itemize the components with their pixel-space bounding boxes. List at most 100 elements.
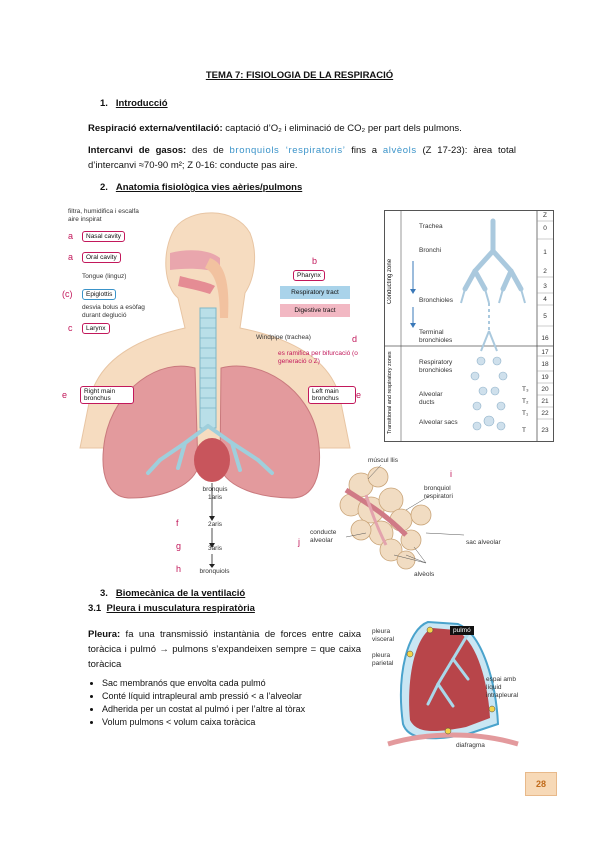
label-tier-3: 3aris [207,545,223,552]
label-filter-note: filtra, humidifica i escalfa aire inspir… [68,208,139,223]
z-row: 0 [543,225,547,232]
label-trachea: Trachea [419,223,443,230]
label-sac-alveolar: sac alveolar [466,539,501,546]
label-t3: T₃ [522,386,529,393]
z-row: 17 [541,349,549,356]
label-right-main-bronchus: Right main bronchus [80,386,134,404]
letter-d: d [352,334,358,344]
letter-a: a [68,231,74,241]
page-title: TEMA 7: FISIOLOGIA DE LA RESPIRACIÓ [205,70,394,81]
label-muscul-llis: múscul llis [368,457,398,464]
term: Respiració externa/ventilació: [88,123,223,134]
alveoli-figure: múscul llis i bronquiol respiratori j co… [298,455,536,585]
airway-generation-tree [385,211,553,441]
label-left-main-bronchus: Left main bronchus [308,386,356,404]
z-row: 5 [543,313,547,320]
letter-e-right: e [356,390,362,400]
term: Intercanvi de gasos: [88,145,187,156]
z-row: 2 [543,268,547,275]
z-header: Z [543,212,547,219]
label-conducte-alveolar: conducte alveolar [310,529,337,544]
label-windpipe: Windpipe (trachea) [256,334,311,341]
label-alveolar-sacs: Alveolar sacs [419,419,458,426]
text: captació d’O₂ i eliminació de CO₂ per pa… [222,123,462,134]
z-row: 20 [541,386,549,393]
z-row: 19 [541,374,549,381]
label-pulmo: pulmó [450,626,474,635]
section-title: Pleura i musculatura respiratòria [106,603,255,614]
letter-b: b [312,256,318,266]
label-nasal-cavity: Nasal cavity [82,231,126,242]
z-row: 16 [541,335,549,342]
text: (Z 17-23): àrea total d’intercanvi ≈70-9… [88,145,516,171]
label-diafragma: diafragma [456,742,485,749]
tier-1: 1aris [207,494,223,501]
letter-a-2: a [68,252,74,262]
text: des de [186,145,230,156]
letter-c-paren: (c) [62,289,73,299]
label-respiratory-bronchioles: Respiratory bronchioles [419,359,453,374]
label-epiglottis-note: desvia bolus a esòfag durant deglució [82,304,145,319]
list-item: Adherida per un costat al pulmó i per l’… [102,704,368,714]
label-terminal-bronchioles: Terminal bronchioles [419,329,453,344]
label-bifurcation: es ramifica per bifurcació (o generació … [278,350,358,365]
label-epiglottis: Epiglottis [82,289,117,300]
highlight-term: bronquiols ‘respiratoris’ [229,145,346,156]
label-digestive-tract: Digestive tract [280,304,350,317]
respiratory-anatomy-figure: filtra, humidifica i escalfa aire inspir… [60,198,370,578]
letter-g: g [176,541,182,551]
section-1-heading: 1. Introducció [100,98,168,109]
letter-c: c [68,323,73,333]
section-number: 3. [100,588,108,599]
label-tier-2: 2aris [207,521,223,528]
z-row: 22 [541,410,549,417]
label-tongue: Tongue (linguz) [82,273,127,280]
label-pleura-parietal: pleura parietal [372,652,394,667]
intro-paragraph-1: Respiració externa/ventilació: captació … [88,121,516,136]
alveoli-illustration [339,464,465,570]
section-number: 1. [100,98,108,109]
list-item: Conté líquid intrapleural amb pressió < … [102,691,368,701]
z-row: 23 [541,427,549,434]
section-3-heading: 3. Biomecànica de la ventilació [100,588,245,599]
list-item: Sac membranós que envolta cada pulmó [102,678,368,688]
z-row: 18 [541,361,549,368]
page-number: 28 [525,772,557,796]
intro-paragraph-2: Intercanvi de gasos: des de bronquiols ‘… [88,143,516,173]
pleura-paragraph: Pleura: fa una transmissió instantània d… [88,627,361,672]
label-bronchi: Bronchi [419,247,442,254]
section-2-heading: 2. Anatomia fisiològica vies aèries/pulm… [100,182,302,193]
section-title: Introducció [115,98,168,109]
z-row: 21 [541,398,549,405]
pleura-illustration [387,620,519,747]
label-larynx: Larynx [82,323,110,334]
section-3-1-heading: 3.1 Pleura i musculatura respiratòria [88,603,255,614]
section-title: Biomecànica de la ventilació [115,588,246,599]
label-bronchioles: Bronchioles [419,297,453,304]
label-oral-cavity: Oral cavity [82,252,121,263]
label-pharynx: Pharynx [293,270,325,281]
letter-j: j [298,537,300,547]
label-espai-liquid: espai amb líquid intrapleural [486,676,519,699]
letter-i: i [450,469,452,479]
bronquis-text: bronquis [202,486,228,493]
z-row: 4 [543,296,547,303]
zone-diagram: Conducting zone Transitional and respira… [384,210,554,442]
letter-h: h [176,564,182,574]
z-row: 3 [543,283,547,290]
section-number: 2. [100,182,108,193]
pleura-figure: pleura visceral pleura parietal pulmó es… [368,614,528,754]
letter-f: f [176,518,179,528]
label-t1: T₁ [522,410,529,417]
label-conducting-zone: Conducting zone [387,258,393,304]
label-bronquiol-respiratori: bronquiol respiratori [424,485,453,500]
label-t2: T₂ [522,398,529,405]
label-pleura-visceral: pleura visceral [372,628,395,643]
label-transitional-zone: Transitional and respiratory zones [387,351,393,435]
bullet-list: Sac membranós que envolta cada pulmó Con… [88,678,368,727]
anatomy-illustration [79,212,351,568]
label-alveols: alvèols [414,571,435,578]
section-title: Anatomia fisiològica vies aèries/pulmons [115,182,303,193]
highlight-term: alvèols [382,145,417,156]
